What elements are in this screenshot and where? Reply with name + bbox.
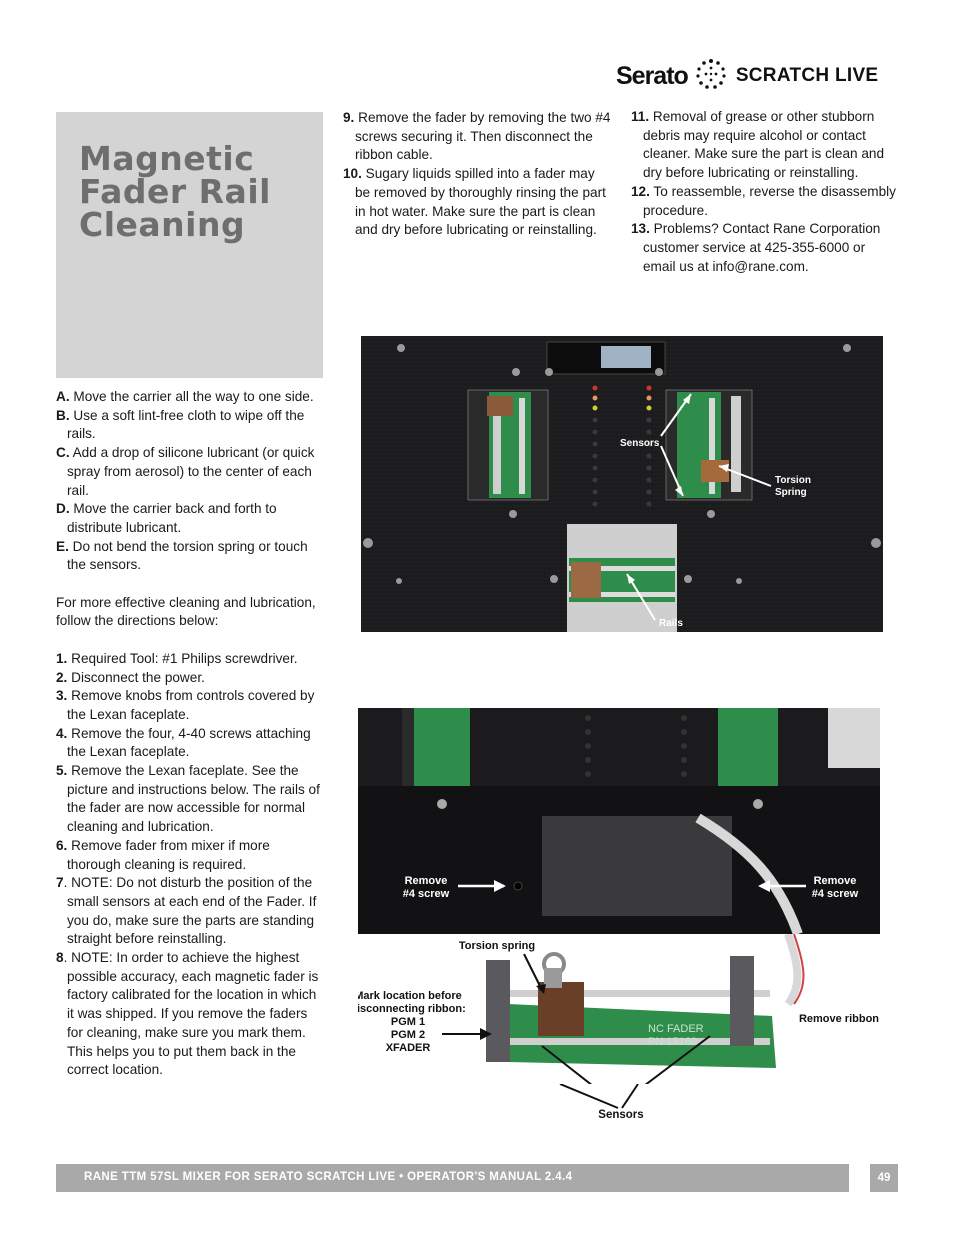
intro-text: For more effective cleaning and lubricat…	[56, 594, 316, 629]
list-item: 11. Removal of grease or other stubborn …	[631, 108, 899, 183]
step-text: Removal of grease or other stubborn debr…	[643, 109, 885, 181]
step-text: To reassemble, reverse the disassembly p…	[643, 183, 896, 218]
mark-location-label-5: XFADER	[386, 1042, 431, 1054]
step-text: Remove the four, 4-40 screws attaching t…	[67, 725, 311, 760]
list-item: E. Do not bend the torsion spring or tou…	[56, 538, 324, 575]
list-item: 8. NOTE: In order to achieve the highest…	[56, 949, 324, 1080]
step-text: Remove fader from mixer if more thorough…	[67, 837, 270, 872]
sensors-arrows	[559, 1084, 639, 1109]
removed-fader-illustration: NC FADER PN 15160 Torsion spring Mark lo…	[350, 932, 880, 1105]
footer-bar: RANE TTM 57SL MIXER FOR SERATO SCRATCH L…	[56, 1164, 849, 1192]
remove-screw-left-sub: #4 screw	[403, 888, 450, 900]
mark-location-label-2: disconnecting ribbon:	[358, 1003, 466, 1015]
list-item: D. Move the carrier back and forth to di…	[56, 500, 324, 537]
remove-screw-right-label: Remove	[814, 875, 857, 887]
numbered-steps: 1. Required Tool: #1 Philips screwdriver…	[56, 650, 324, 1080]
step-key: 11.	[631, 109, 650, 124]
step-text: Required Tool: #1 Philips screwdriver.	[67, 650, 298, 666]
list-item: B. Use a soft lint-free cloth to wipe of…	[56, 407, 324, 444]
fader-removal-photo: Remove #4 screw Remove #4 screw	[358, 708, 880, 934]
rails-label: Rails	[659, 618, 683, 629]
list-item: C. Add a drop of silicone lubricant (or …	[56, 444, 324, 500]
serato-scratch-live-logo: Serato SCRATCH LIVE	[616, 56, 900, 96]
spring-label: Spring	[775, 487, 807, 498]
step-key: 7	[56, 875, 64, 891]
step-text: . NOTE: In order to achieve the highest …	[63, 950, 319, 1078]
step-text: Do not bend the torsion spring or touch …	[67, 538, 308, 573]
list-item: 3. Remove knobs from controls covered by…	[56, 687, 324, 724]
list-item: 13. Problems? Contact Rane Corporation c…	[631, 220, 899, 276]
step-key: 9.	[343, 110, 355, 125]
list-item: 12. To reassemble, reverse the disassemb…	[631, 183, 899, 220]
faceplate-photo: Sensors Torsion Spring Rails	[361, 336, 883, 632]
list-item: 1. Required Tool: #1 Philips screwdriver…	[56, 650, 324, 669]
step-key: 13.	[631, 221, 650, 237]
step-key: 3.	[56, 688, 68, 704]
sensors-caption: Sensors	[598, 1109, 644, 1121]
title-panel: Magnetic Fader Rail Cleaning	[56, 112, 323, 378]
step-text: Move the carrier all the way to one side…	[69, 389, 314, 404]
step-text: Remove knobs from controls covered by th…	[67, 688, 315, 722]
pcb-label-2: PN 15160	[648, 1036, 697, 1048]
list-item: 2. Disconnect the power.	[56, 669, 324, 688]
torsion-spring-label: Torsion spring	[459, 940, 535, 952]
step-key: 2.	[56, 669, 68, 685]
faceplate-illustration: Sensors Torsion Spring Rails	[361, 336, 883, 632]
list-item: 10. Sugary liquids spilled into a fader …	[343, 165, 613, 240]
step-key: E.	[56, 538, 69, 554]
step-text: . NOTE: Do not disturb the position of t…	[63, 875, 317, 947]
step-key: 4.	[56, 725, 68, 741]
step-key: B.	[56, 407, 70, 423]
fader-removal-illustration: Remove #4 screw Remove #4 screw	[358, 708, 880, 934]
page-title: Magnetic Fader Rail Cleaning	[79, 139, 271, 244]
remove-ribbon-label: Remove ribbon	[799, 1013, 879, 1025]
remove-screw-right-sub: #4 screw	[812, 888, 859, 900]
step-text: Remove the fader by removing the two #4 …	[354, 110, 611, 163]
step-text: Use a soft lint-free cloth to wipe off t…	[67, 407, 305, 442]
step-key: 12.	[631, 183, 650, 199]
list-item: 7. NOTE: Do not disturb the position of …	[56, 874, 324, 949]
page-number: 49	[870, 1164, 898, 1192]
removed-fader-photo: NC FADER PN 15160 Torsion spring Mark lo…	[350, 932, 880, 1105]
step-key: D.	[56, 501, 70, 517]
step-text: Sugary liquids spilled into a fader may …	[355, 166, 606, 238]
torsion-label: Torsion	[775, 475, 811, 486]
middle-column: 9. Remove the fader by removing the two …	[343, 109, 613, 240]
left-column: A. Move the carrier all the way to one s…	[56, 388, 324, 1080]
step-key: 5.	[56, 763, 68, 779]
alpha-steps: A. Move the carrier all the way to one s…	[56, 388, 324, 575]
mark-location-label-3: PGM 1	[391, 1016, 425, 1028]
step-key: 1.	[56, 650, 68, 666]
step-text: Disconnect the power.	[67, 669, 205, 685]
serato-logo-icon	[694, 57, 728, 96]
list-item: 5. Remove the Lexan faceplate. See the p…	[56, 762, 324, 837]
mark-location-label-4: PGM 2	[391, 1029, 425, 1041]
list-item: A. Move the carrier all the way to one s…	[56, 388, 324, 407]
product-name: SCRATCH LIVE	[735, 65, 879, 86]
step-key: 6.	[56, 837, 68, 853]
right-column: 11. Removal of grease or other stubborn …	[631, 108, 899, 276]
remove-screw-left-label: Remove	[405, 875, 448, 887]
step-key: 10.	[343, 166, 362, 182]
mark-location-label-1: Mark location before	[358, 990, 462, 1002]
list-item: 4. Remove the four, 4-40 screws attachin…	[56, 725, 324, 762]
step-text: Add a drop of silicone lubricant (or qui…	[67, 445, 315, 498]
step-text: Remove the Lexan faceplate. See the pict…	[67, 763, 320, 835]
sensors-label: Sensors	[620, 438, 660, 449]
footer-text: RANE TTM 57SL MIXER FOR SERATO SCRATCH L…	[84, 1171, 573, 1183]
step-key: C.	[56, 445, 70, 461]
step-text: Problems? Contact Rane Corporation custo…	[643, 221, 881, 274]
step-key: 8	[56, 950, 64, 966]
list-item: 9. Remove the fader by removing the two …	[343, 109, 613, 165]
step-text: Move the carrier back and forth to distr…	[67, 501, 277, 535]
brand-name: Serato	[616, 61, 689, 90]
step-key: A.	[56, 389, 70, 404]
pcb-label-1: NC FADER	[648, 1023, 704, 1035]
list-item: 6. Remove fader from mixer if more thoro…	[56, 837, 324, 874]
